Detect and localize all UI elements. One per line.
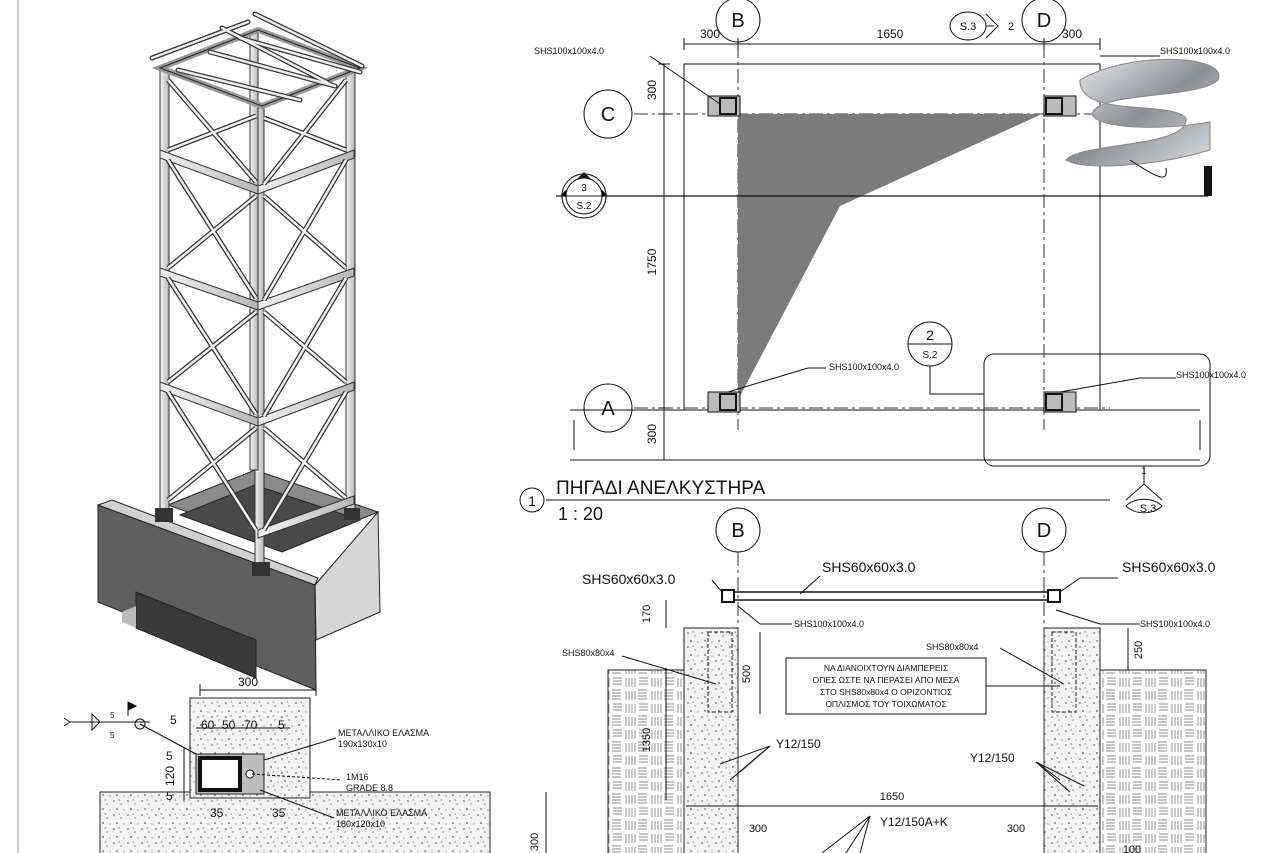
- plan-dim-right: 300: [1062, 27, 1082, 41]
- dim-50: 50: [222, 718, 236, 732]
- svg-text:S.2: S.2: [576, 201, 591, 212]
- section-col-left: SHS100x100x4.0: [794, 619, 864, 629]
- view-number: 1: [528, 493, 536, 509]
- note-line-1: ΝΑ ΔΙΑΝΟΙΧΤΟΥΝ ΔΙΑΜΠΕΡΕΙΣ: [824, 663, 948, 673]
- plate2-label: ΜΕΤΑΛΛΙΚΟ ΕΛΑΣΜΑ: [336, 808, 427, 818]
- note-line-4: ΟΠΛΙΣΜΟΣ ΤΟΥ ΤΟΙΧΩΜΑΤΟΣ: [825, 699, 946, 709]
- plan-col-label-tl: SHS100x100x4.0: [534, 46, 604, 56]
- note-line-2: ΟΠΕΣ ΩΣΤΕ ΝΑ ΠΕΡΑΣΕΙ ΑΠΟ ΜΕΣΑ: [813, 675, 960, 685]
- beam-label-mid: SHS60x60x3.0: [822, 559, 916, 575]
- dim-170: 170: [641, 605, 653, 623]
- dim-60: 60: [201, 718, 215, 732]
- section-dim-1650: 1650: [880, 791, 904, 803]
- rebar-mid: Y12/150A+K: [880, 815, 948, 829]
- column-back-right: [345, 71, 356, 513]
- plan-col-label-br: SHS100x100x4.0: [1176, 370, 1246, 380]
- dim-500: 500: [741, 665, 753, 683]
- plan-dim-mid-v: 1750: [645, 248, 659, 275]
- section-marker-2: 2 S.2: [907, 321, 984, 395]
- wall-left: [683, 627, 739, 853]
- iso-dim-300: 300: [238, 675, 258, 689]
- weld-size-b: 5: [110, 731, 115, 740]
- plan-dim-bot-v: 300: [645, 424, 659, 444]
- wall-right: [1043, 627, 1101, 853]
- shs-column-section: [198, 756, 242, 792]
- svg-text:2: 2: [1008, 21, 1014, 33]
- rebar-left: Y12/150: [776, 737, 821, 751]
- plan-grid-C: C: [601, 104, 615, 126]
- dim-70: 70: [244, 718, 258, 732]
- plan-grid-A: A: [601, 398, 615, 420]
- plan-dim-mid: 1650: [877, 27, 904, 41]
- section-dim-300-v: 300: [529, 833, 541, 851]
- plan-shaded-area: [738, 114, 1042, 400]
- isometric-tower-view: 300: [96, 11, 381, 696]
- dim-120: 120: [163, 766, 177, 786]
- note-line-3: ΣΤΟ SHS80x80x4 Ο ΟΡΙΖΟΝΤΙΟΣ: [820, 687, 952, 697]
- section-marker-3: 3 S.2: [560, 172, 608, 219]
- base-plate-detail: 5 60 50 70 5 5 120 5 35 35 5 5 ΜΕΤΑΛΛΙΚΟ…: [63, 697, 491, 853]
- plan-view: B D C A 300 1650 300 S.3 2 300 1750 300: [519, 0, 1246, 524]
- wall-label-right: SHS80x80x4: [926, 642, 979, 652]
- svg-text:2: 2: [926, 327, 934, 343]
- section-ref-top: S.3 2: [949, 11, 1014, 41]
- dim-1350: 1350: [641, 728, 653, 752]
- rebar-right: Y12/150: [970, 751, 1015, 765]
- svg-text:S.3: S.3: [960, 21, 977, 33]
- section-view: B D SHS60x60x3.0 SHS60x60x3.0 SHS60x60x3…: [529, 507, 1216, 853]
- view-title: ΠΗΓΑΔΙ ΑΝΕΛΚΥΣΤΗΡΑ: [556, 478, 765, 499]
- svg-text:3: 3: [581, 183, 587, 194]
- dim-35b: 35: [272, 806, 286, 820]
- dim-5b: 5: [278, 718, 285, 732]
- section-grid-B: B: [731, 520, 744, 542]
- beam-label-left: SHS60x60x3.0: [582, 571, 676, 587]
- swirl-graphic: [1065, 58, 1220, 178]
- plate1-size: 190x130x10: [338, 739, 387, 749]
- dim-100: 100: [1123, 844, 1141, 853]
- plan-dim-top-v: 300: [645, 80, 659, 100]
- plan-dim-left: 300: [700, 27, 720, 41]
- section-grid-D: D: [1037, 520, 1051, 542]
- svg-text:1: 1: [1141, 466, 1147, 477]
- view-scale: 1 : 20: [558, 504, 603, 524]
- plan-grid-B: B: [731, 10, 744, 32]
- plate1-label: ΜΕΤΑΛΛΙΚΟ ΕΛΑΣΜΑ: [338, 728, 429, 738]
- concrete-slab: [99, 791, 491, 853]
- section-2-callout-box: [983, 353, 1211, 467]
- wall-label-left: SHS80x80x4: [562, 648, 615, 658]
- svg-text:S.3: S.3: [1140, 503, 1157, 515]
- section-dim-300-right: 300: [1007, 823, 1025, 835]
- soil-right: [1099, 669, 1207, 853]
- plate2-size: 180x120x10: [336, 819, 385, 829]
- section-dim-300-left: 300: [749, 823, 767, 835]
- plan-col-label-tr: SHS100x100x4.0: [1160, 46, 1230, 56]
- dim-35a: 35: [210, 806, 224, 820]
- column-front-left: [159, 69, 170, 511]
- bolt-grade: GRADE 8.8: [346, 783, 393, 793]
- weld-size-a: 5: [110, 711, 115, 720]
- dim-5c: 5: [166, 749, 173, 763]
- dim-250: 250: [1133, 641, 1145, 659]
- dim-5d: 5: [166, 789, 173, 803]
- section-col-right: SHS100x100x4.0: [1140, 619, 1210, 629]
- svg-text:S.2: S.2: [922, 350, 937, 361]
- dim-5a: 5: [170, 713, 177, 727]
- plan-col-label-bl: SHS100x100x4.0: [829, 362, 899, 372]
- plan-grid-D: D: [1037, 10, 1051, 32]
- soil-left: [607, 669, 685, 853]
- section-marker-1: 1 S.3: [1125, 466, 1163, 515]
- beam-label-right: SHS60x60x3.0: [1122, 559, 1216, 575]
- bolt-label: 1M16: [346, 772, 369, 782]
